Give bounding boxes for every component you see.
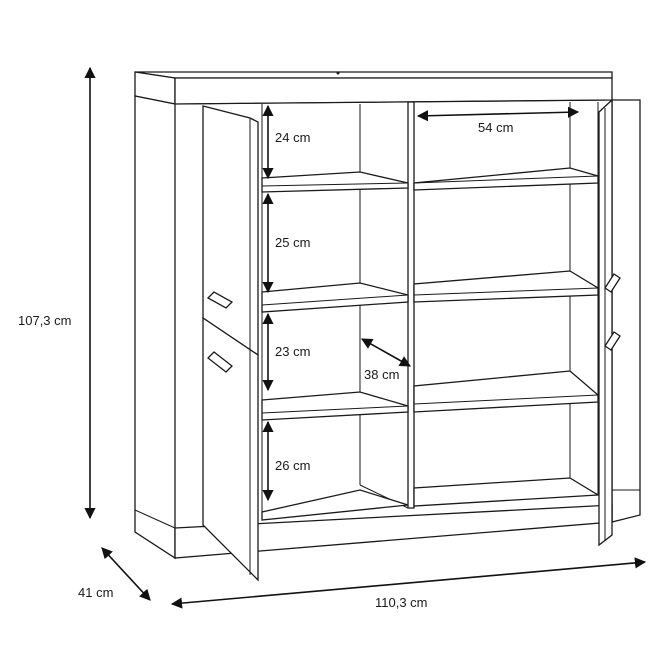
compartment-3-label: 23 cm: [275, 344, 310, 359]
handle-upper-right: [604, 273, 621, 293]
dimension-arrows: [84, 66, 647, 609]
right-door: [598, 98, 621, 547]
left-upper-door: [202, 105, 259, 357]
handle-upper-left: [206, 291, 234, 309]
handle-lower-left: [207, 351, 233, 373]
cabinet-outline: [134, 71, 641, 560]
compartment-4-label: 26 cm: [275, 458, 310, 473]
shelf-depth-label: 38 cm: [364, 367, 399, 382]
depth-arrow: [101, 547, 151, 601]
compartment-2-label: 25 cm: [275, 235, 310, 250]
height-label: 107,3 cm: [18, 313, 71, 328]
right-shelves: [413, 167, 601, 507]
compartment-1-label: 24 cm: [275, 130, 310, 145]
handle-lower-right: [604, 331, 621, 351]
dimension-labels: 107,3 cm 41 cm 110,3 cm 54 cm 38 cm 24 c…: [18, 120, 513, 610]
left-shelves: [261, 171, 409, 521]
shelf-width-arrow: [416, 106, 580, 122]
depth-label: 41 cm: [78, 585, 113, 600]
shelf-depth-arrow: [361, 338, 411, 367]
shelf-width-label: 54 cm: [478, 120, 513, 135]
width-label: 110,3 cm: [375, 595, 428, 610]
cabinet-interior: [261, 101, 599, 520]
width-arrow: [170, 557, 647, 609]
